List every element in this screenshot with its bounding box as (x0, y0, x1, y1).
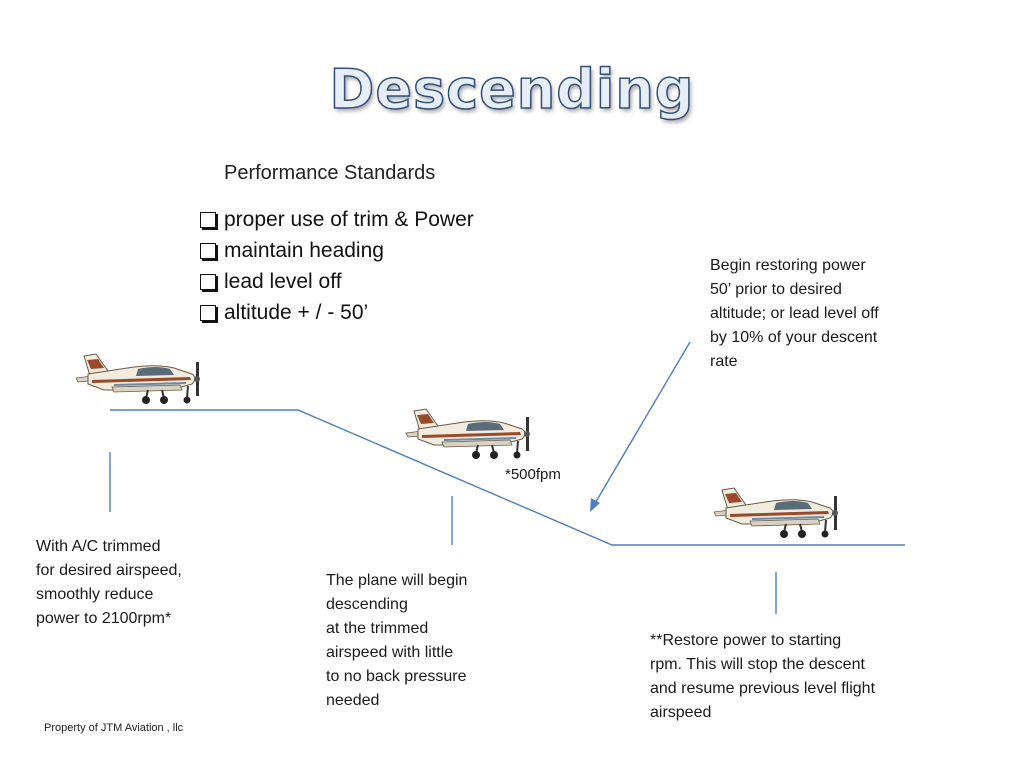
standard-label: altitude + / - 50’ (224, 301, 369, 324)
airplane-icon (75, 353, 201, 405)
note-restore-power: **Restore power to starting rpm. This wi… (650, 632, 876, 721)
standard-label: proper use of trim & Power (224, 208, 474, 231)
checkbox-icon (200, 211, 216, 228)
note-level-off: Begin restoring power 50’ prior to desir… (710, 257, 879, 370)
footer-copyright: Property of JTM Aviation , llc (44, 722, 184, 734)
note-level-flight: With A/C trimmed for desired airspeed, s… (36, 538, 182, 627)
standard-item: maintain heading (200, 235, 474, 266)
slide-title: Descending (329, 57, 695, 122)
checkbox-icon (200, 304, 216, 321)
checkbox-icon (200, 242, 216, 259)
standard-item: altitude + / - 50’ (200, 297, 474, 328)
performance-standards-heading: Performance Standards (224, 162, 436, 184)
flight-path (110, 409, 905, 546)
note-descending: The plane will begin descending at the t… (326, 572, 468, 709)
airplane-icon (405, 408, 531, 460)
standard-item: lead level off (200, 266, 474, 297)
standard-item: proper use of trim & Power (200, 204, 474, 235)
arrow-icon (590, 341, 691, 512)
airplane-icon (713, 487, 839, 539)
checkbox-icon (200, 273, 216, 290)
standard-label: lead level off (224, 270, 342, 293)
descent-rate-label: *500fpm (505, 466, 561, 483)
standards-list: proper use of trim & Power maintain head… (200, 204, 474, 328)
standard-label: maintain heading (224, 239, 384, 262)
